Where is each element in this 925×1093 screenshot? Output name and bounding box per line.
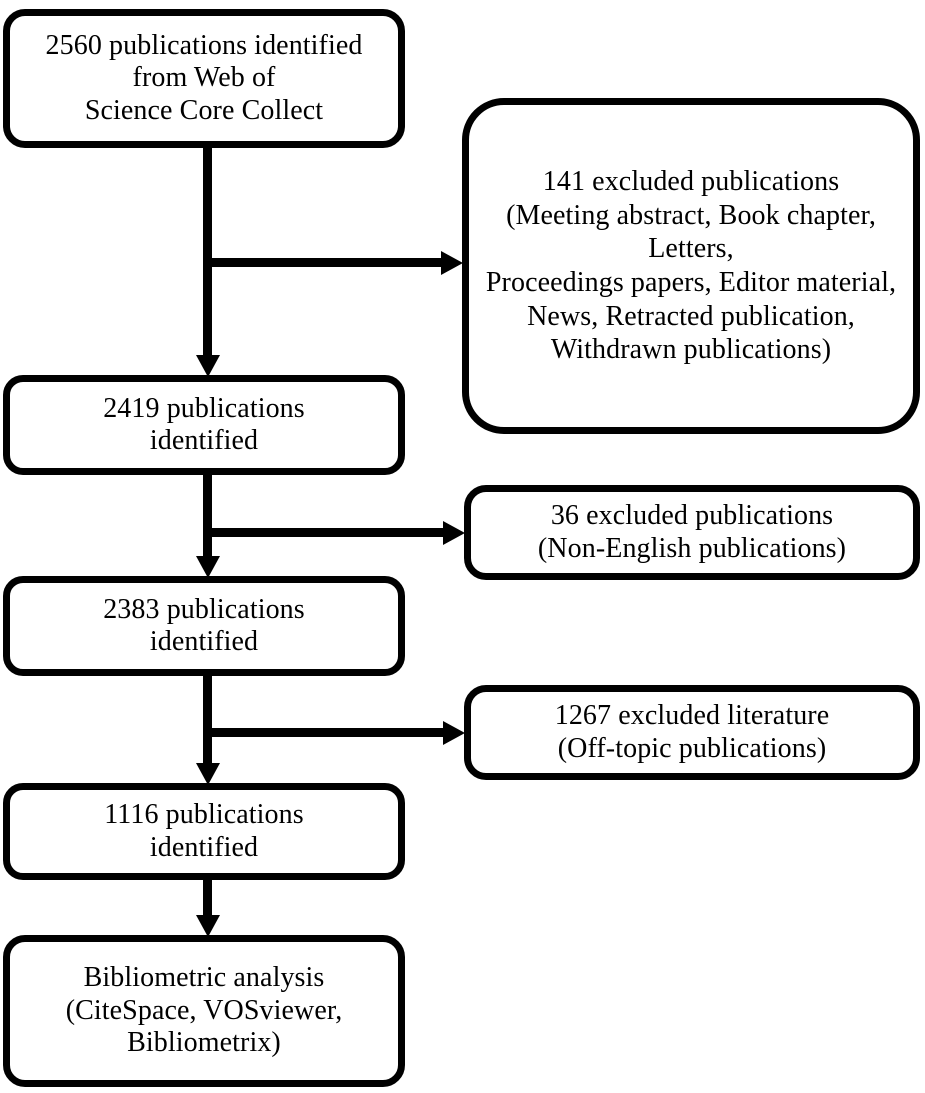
node-bibliometric-analysis: Bibliometric analysis (CiteSpace, VOSvie… [3, 935, 405, 1087]
node-bibliometric-analysis-label: Bibliometric analysis (CiteSpace, VOSvie… [65, 962, 343, 1059]
connector-1116-to-analysis [203, 880, 212, 918]
node-excluded-36: 36 excluded publications (Non-English pu… [464, 485, 920, 580]
arrowhead-down-to-2383 [195, 556, 220, 578]
node-identified-2419: 2419 publications identified [3, 375, 405, 475]
node-identified-1116: 1116 publications identified [3, 783, 405, 880]
node-source-publications: 2560 publications identified from Web of… [3, 9, 405, 148]
node-excluded-1267: 1267 excluded literature (Off-topic publ… [464, 685, 920, 780]
connector-branch-to-excluded-36 [207, 528, 443, 537]
arrowhead-right-to-excluded-1267 [443, 720, 465, 745]
node-excluded-1267-label: 1267 excluded literature (Off-topic publ… [554, 700, 830, 764]
connector-2383-to-1116 [203, 676, 212, 766]
node-identified-2383: 2383 publications identified [3, 576, 405, 676]
connector-2419-to-2383 [203, 475, 212, 559]
connector-branch-to-excluded-141 [207, 258, 441, 267]
arrowhead-right-to-excluded-141 [441, 250, 463, 275]
node-source-publications-label: 2560 publications identified from Web of… [45, 29, 363, 126]
arrowhead-down-to-analysis [195, 915, 220, 937]
connector-source-to-2419 [203, 148, 212, 358]
arrowhead-right-to-excluded-36 [443, 520, 465, 545]
node-excluded-141: 141 excluded publications (Meeting abstr… [462, 98, 920, 434]
node-identified-2383-label: 2383 publications identified [103, 593, 305, 657]
connector-branch-to-excluded-1267 [207, 728, 443, 737]
arrowhead-down-to-2419 [195, 355, 220, 377]
arrowhead-down-to-1116 [195, 763, 220, 785]
node-excluded-36-label: 36 excluded publications (Non-English pu… [537, 500, 847, 564]
node-excluded-141-label: 141 excluded publications (Meeting abstr… [485, 166, 897, 366]
node-identified-1116-label: 1116 publications identified [104, 799, 304, 863]
node-identified-2419-label: 2419 publications identified [103, 392, 305, 456]
